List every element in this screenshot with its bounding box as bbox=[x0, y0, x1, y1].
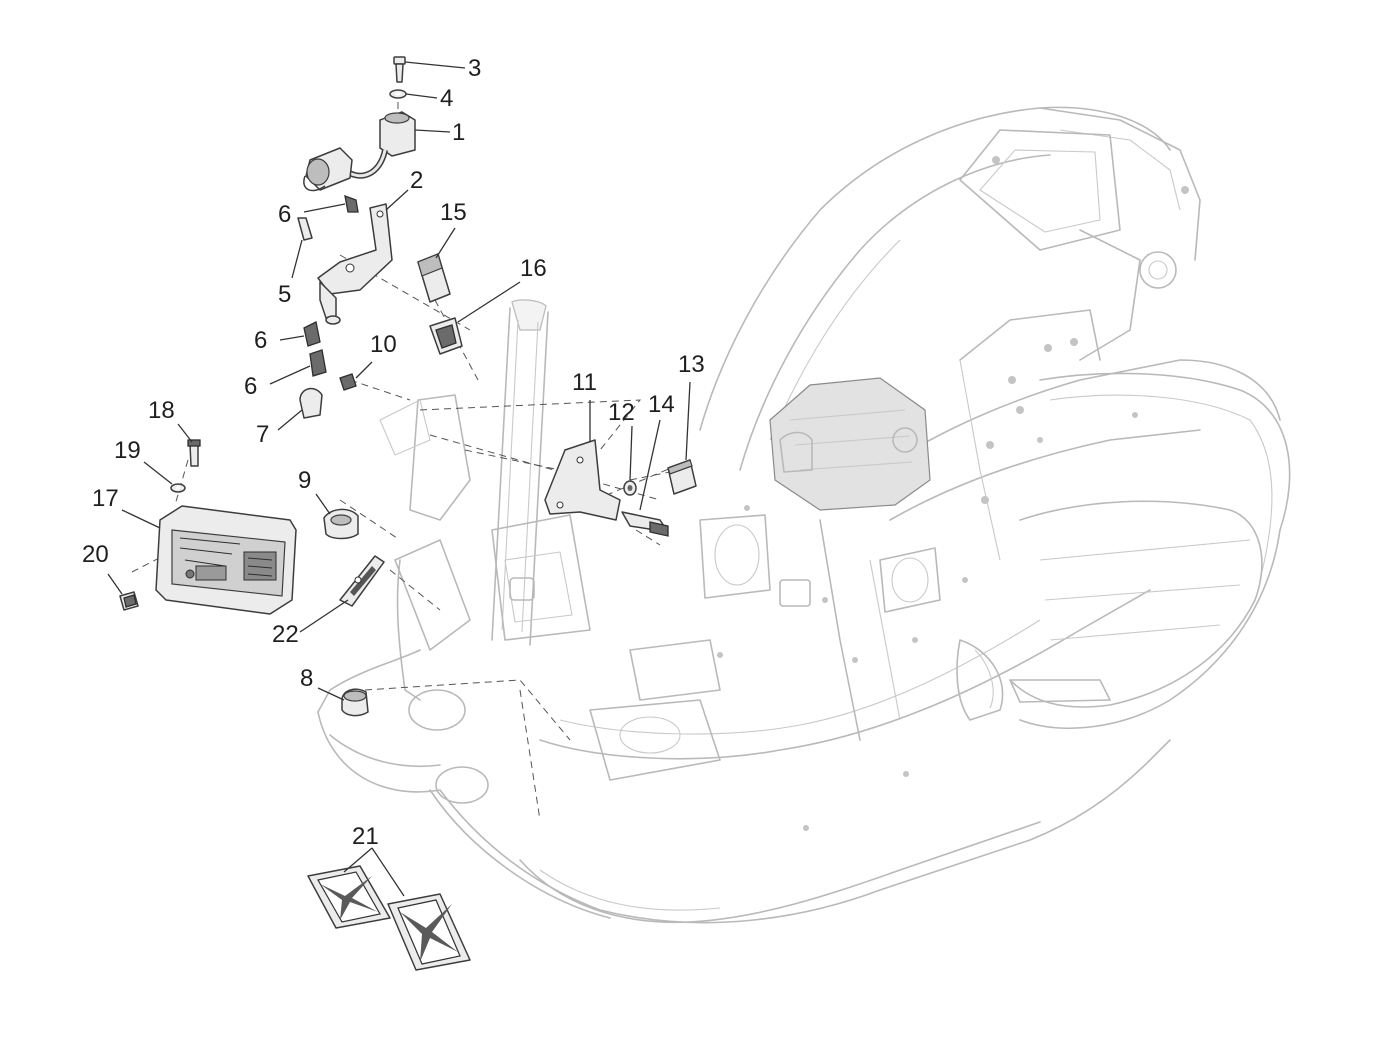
part-6-clip-lower bbox=[269, 349, 327, 385]
callout-1: 1 bbox=[452, 119, 465, 146]
callout-3: 3 bbox=[468, 55, 481, 82]
callout-13: 13 bbox=[678, 351, 705, 378]
part-3-bolt bbox=[393, 56, 466, 83]
scooter-frame bbox=[317, 106, 1291, 924]
part-13-relay bbox=[667, 381, 697, 495]
callout-22: 22 bbox=[272, 621, 299, 648]
callout-6-middle: 6 bbox=[254, 327, 267, 354]
part-14-sensor bbox=[621, 419, 669, 537]
part-9-holder bbox=[315, 493, 359, 540]
callout-6-lower: 6 bbox=[244, 373, 257, 400]
callout-9: 9 bbox=[298, 467, 311, 494]
part-5-screw bbox=[291, 217, 313, 279]
part-4-washer bbox=[389, 89, 438, 99]
part-10-nut bbox=[339, 361, 373, 391]
part-19-washer bbox=[143, 461, 186, 493]
part-7-clamp bbox=[277, 387, 323, 431]
part-6-clip-middle bbox=[279, 321, 321, 347]
callout-6-top: 6 bbox=[278, 201, 291, 228]
callout-2: 2 bbox=[410, 167, 423, 194]
callout-11: 11 bbox=[572, 369, 597, 396]
callout-4: 4 bbox=[440, 85, 453, 112]
part-20-connector bbox=[107, 573, 139, 611]
callout-5: 5 bbox=[278, 281, 291, 308]
part-21-mats bbox=[307, 847, 471, 971]
callout-7: 7 bbox=[256, 421, 269, 448]
part-6-clip-top bbox=[303, 194, 359, 213]
callout-20: 20 bbox=[82, 541, 109, 568]
callout-21: 21 bbox=[352, 823, 379, 850]
callout-14: 14 bbox=[648, 391, 675, 418]
part-16-cap bbox=[429, 281, 521, 355]
assembly-guide-lines bbox=[131, 90, 691, 821]
callout-8: 8 bbox=[300, 665, 313, 692]
part-11-plate-bracket bbox=[544, 400, 621, 521]
callout-16: 16 bbox=[520, 255, 547, 282]
part-8-grommet bbox=[317, 687, 369, 717]
callout-19: 19 bbox=[114, 437, 141, 464]
callout-15: 15 bbox=[440, 199, 467, 226]
callout-18: 18 bbox=[148, 397, 175, 424]
callout-17: 17 bbox=[92, 485, 119, 512]
part-15-connector bbox=[417, 227, 456, 303]
callout-labels: 3 4 1 2 15 6 16 5 6 10 13 6 11 14 12 18 … bbox=[82, 55, 705, 850]
part-18-screw bbox=[177, 423, 201, 467]
part-1-ignition-switch bbox=[303, 111, 451, 192]
part-22-gasket bbox=[299, 555, 385, 633]
callout-10: 10 bbox=[370, 331, 397, 358]
part-2-bracket bbox=[317, 189, 409, 325]
part-12-grommet bbox=[623, 425, 637, 496]
part-17-control-unit bbox=[121, 505, 297, 615]
callout-12: 12 bbox=[608, 399, 635, 426]
